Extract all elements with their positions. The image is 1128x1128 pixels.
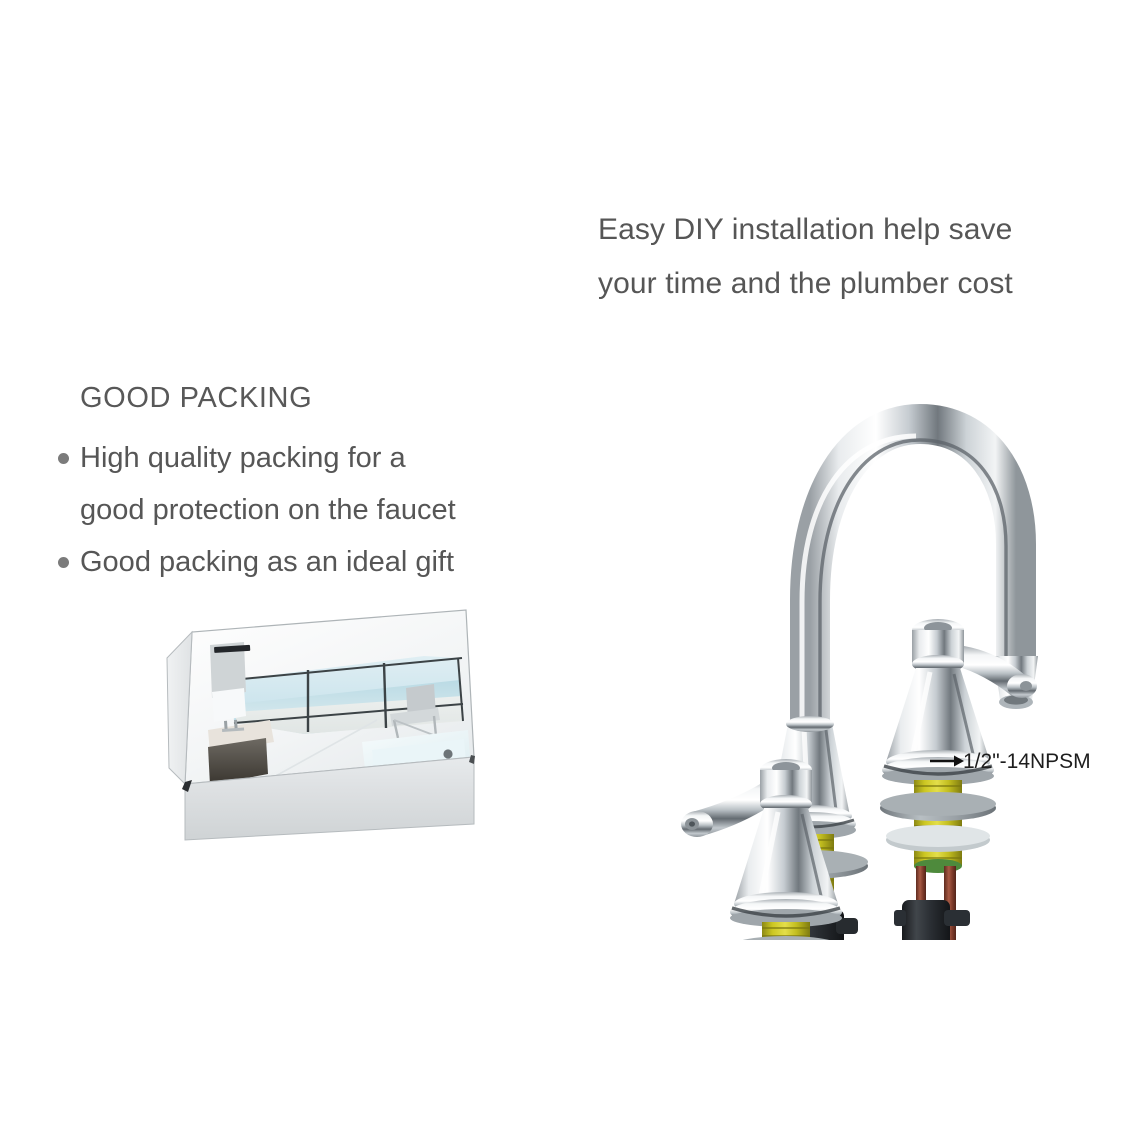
callout-arrow-icon [930, 755, 964, 767]
headline-line-1: Easy DIY installation help save [598, 213, 1013, 246]
packaging-box-photo [166, 609, 475, 841]
box-front-face [184, 756, 475, 841]
packing-bullet-list: High quality packing for a good protecti… [58, 432, 558, 588]
list-item: High quality packing for a [58, 432, 558, 484]
bullet-1-line-1: High quality packing for a [80, 442, 406, 474]
left-lever-handle [681, 759, 842, 927]
valve-block [894, 900, 970, 940]
faucet-illustration [681, 403, 1038, 940]
list-item: Good packing as an ideal gift [58, 536, 558, 588]
left-shank-assembly [742, 922, 830, 940]
bullet-dot-icon [58, 557, 69, 568]
right-shank-assembly [880, 780, 996, 940]
headline-line-2: your time and the plumber cost [598, 267, 1013, 300]
bullet-dot-icon [58, 453, 69, 464]
headline-text: Easy DIY installation help save your tim… [598, 203, 1098, 311]
bullet-1-line-2: good protection on the faucet [80, 494, 456, 526]
print-chair [390, 684, 440, 739]
thread-size-callout-label: 1/2"-14NPSM [963, 750, 1091, 773]
bullet-2-line-1: Good packing as an ideal gift [80, 546, 455, 578]
right-lever-handle [882, 619, 1037, 785]
packing-section-title: GOOD PACKING [80, 382, 313, 414]
